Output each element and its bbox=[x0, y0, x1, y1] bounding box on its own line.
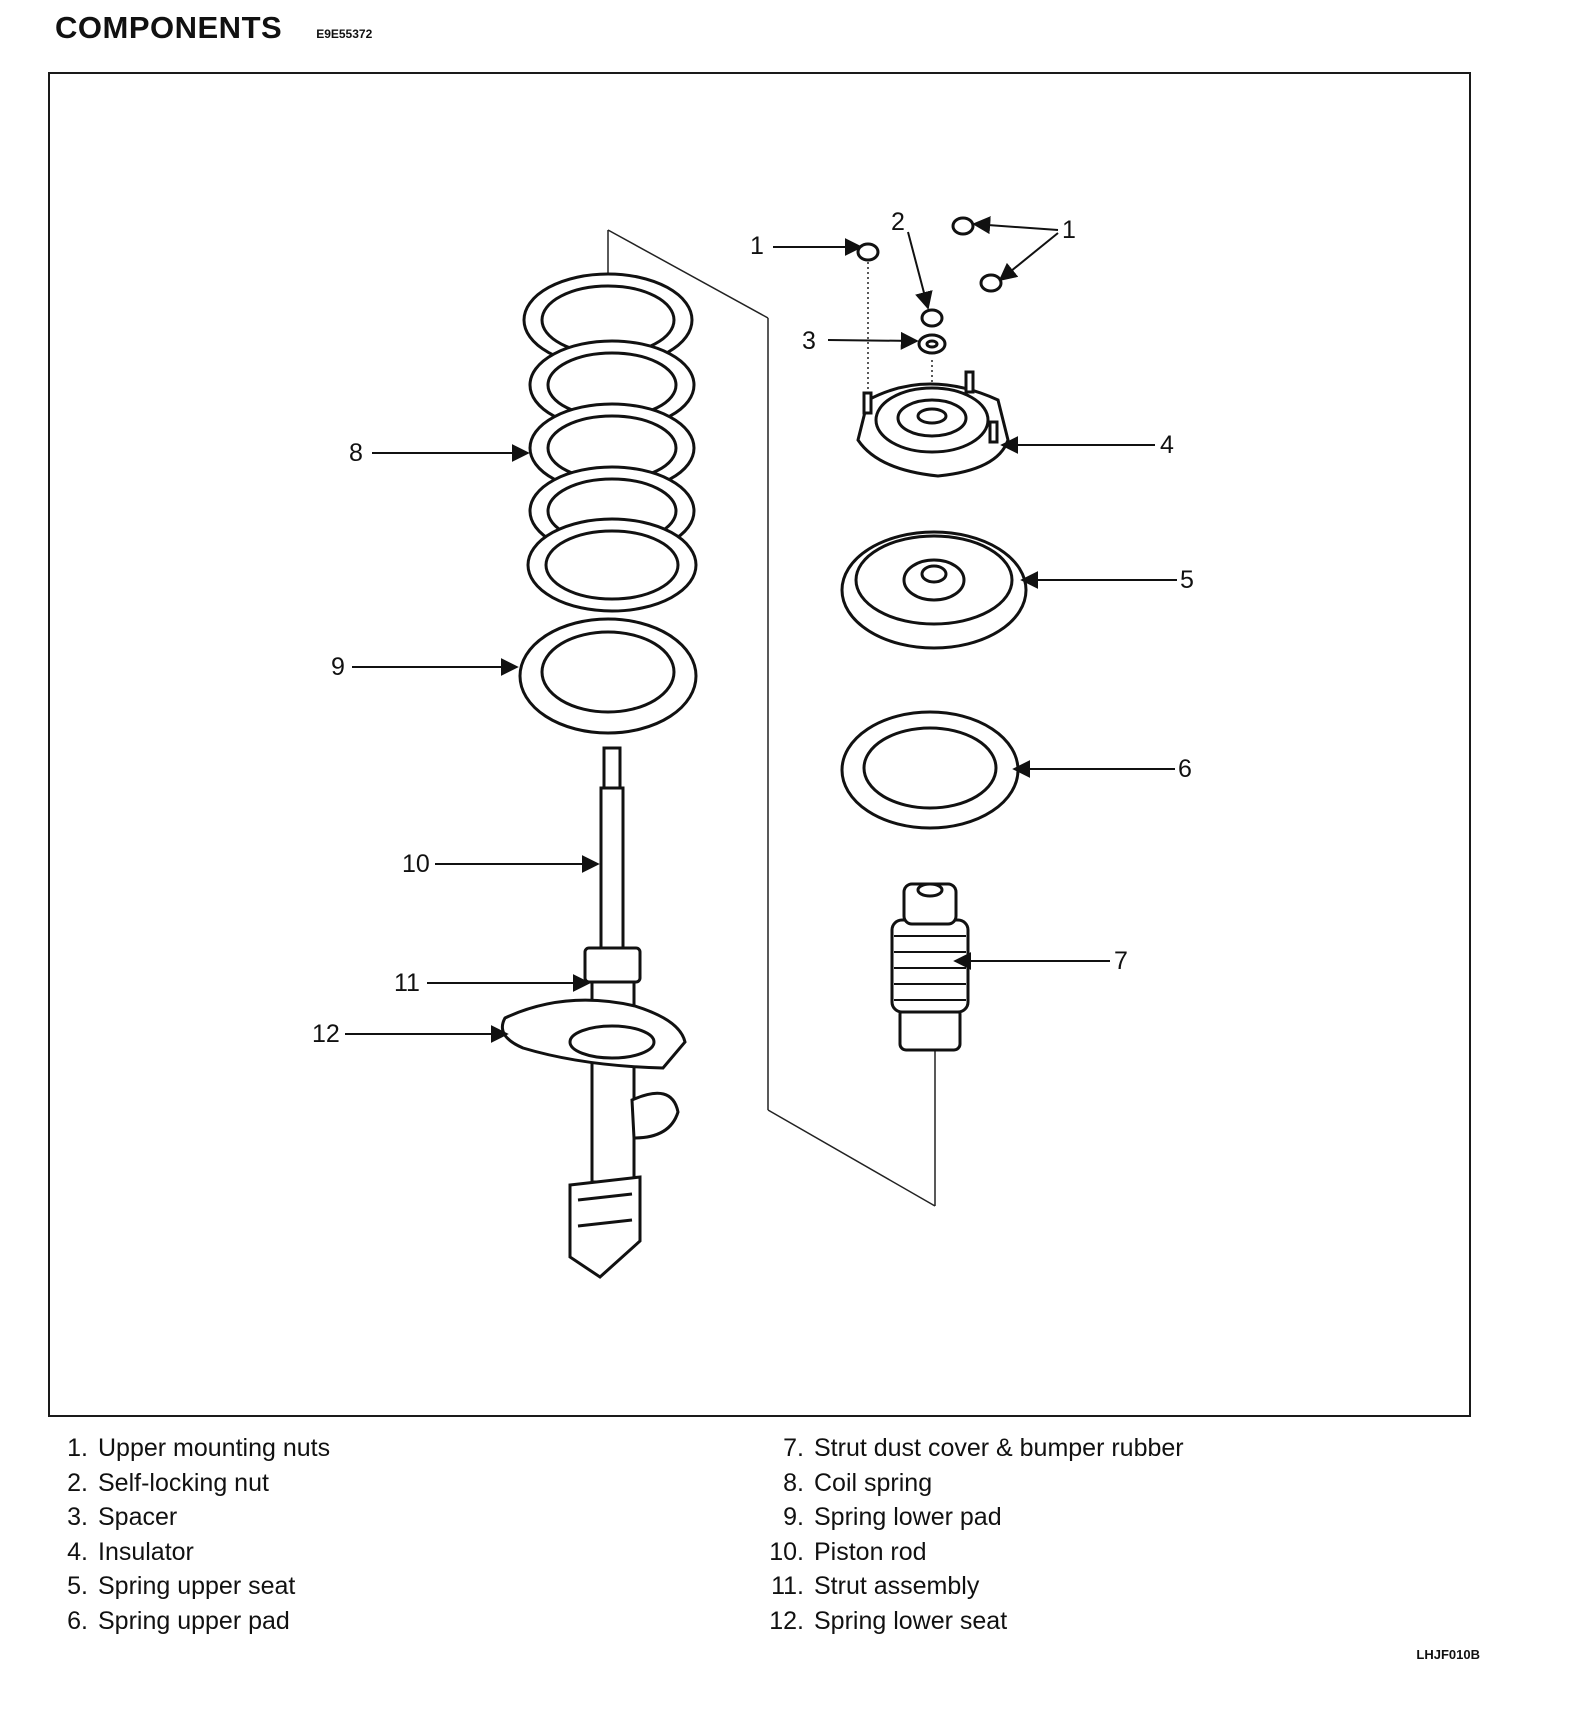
legend-number: 5. bbox=[67, 1572, 88, 1601]
legend-number: 9. bbox=[783, 1503, 804, 1532]
legend-text: Spring upper seat bbox=[98, 1572, 296, 1601]
legend-item: 2. Self-locking nut bbox=[40, 1466, 330, 1501]
legend-text: Spring lower pad bbox=[814, 1503, 1002, 1532]
callout-12: 12 bbox=[312, 1020, 340, 1048]
legend-number: 3. bbox=[67, 1503, 88, 1532]
legend-number: 4. bbox=[67, 1537, 88, 1566]
page-header: COMPONENTS E9E55372 bbox=[55, 10, 372, 46]
legend-item: 5. Spring upper seat bbox=[40, 1569, 330, 1604]
legend-number: 8. bbox=[783, 1468, 804, 1497]
callout-5: 5 bbox=[1180, 566, 1194, 594]
coil-spring bbox=[522, 272, 698, 613]
callout-11: 11 bbox=[394, 969, 420, 997]
spring-upper-seat bbox=[840, 530, 1028, 650]
piston-rod bbox=[599, 746, 625, 950]
strut-assembly bbox=[568, 946, 680, 1279]
legend-text: Spring lower seat bbox=[814, 1606, 1008, 1635]
legend-number: 1. bbox=[67, 1434, 88, 1462]
legend-item: 11. Strut assembly bbox=[756, 1569, 1184, 1604]
callout-6: 6 bbox=[1178, 755, 1192, 783]
legend-item: 3. Spacer bbox=[40, 1500, 330, 1535]
legend-number: 6. bbox=[67, 1606, 88, 1635]
legend-left-column: 1. Upper mounting nuts 2. Self-locking nut… bbox=[40, 1431, 330, 1639]
callout-1-right: 1 bbox=[1062, 216, 1076, 244]
callout-1-left: 1 bbox=[750, 232, 764, 260]
callout-4: 4 bbox=[1160, 431, 1174, 459]
legend-text: Spacer bbox=[98, 1503, 178, 1532]
insulator bbox=[856, 370, 1010, 478]
callout-10: 10 bbox=[402, 850, 430, 878]
legend-text: Upper mounting nuts bbox=[98, 1434, 331, 1462]
spring-lower-seat bbox=[500, 998, 687, 1070]
document-code: E9E55372 bbox=[316, 27, 373, 41]
callout-3: 3 bbox=[802, 327, 816, 355]
spring-lower-pad bbox=[518, 617, 698, 735]
legend-item: 6. Spring upper pad bbox=[40, 1604, 330, 1639]
diagram-frame bbox=[48, 72, 1471, 1417]
legend-text: Spring upper pad bbox=[98, 1606, 290, 1635]
legend-number: 2. bbox=[67, 1468, 88, 1497]
legend-text: Self-locking nut bbox=[98, 1468, 269, 1497]
leader-lines bbox=[345, 216, 1177, 1043]
legend-text: Coil spring bbox=[814, 1468, 933, 1497]
upper-mounting-nuts bbox=[856, 216, 1003, 293]
legend-number: 10. bbox=[769, 1537, 804, 1566]
spacer bbox=[917, 333, 947, 355]
legend-item: 12. Spring lower seat bbox=[756, 1604, 1184, 1639]
legend-number: 12. bbox=[769, 1606, 804, 1635]
legend-text: Strut dust cover & bumper rubber bbox=[814, 1434, 1184, 1462]
legend-right-column: 7. Strut dust cover & bumper rubber 8. Coi… bbox=[756, 1431, 1184, 1639]
legend-item: 4. Insulator bbox=[40, 1535, 330, 1570]
callout-2: 2 bbox=[891, 208, 905, 236]
callout-labels: 1 2 1 3 4 5 6 7 8 9 10 11 12 bbox=[312, 208, 1194, 1048]
legend-text: Strut assembly bbox=[814, 1572, 980, 1601]
self-locking-nut bbox=[920, 308, 944, 328]
legend-item: 8. Coil spring bbox=[756, 1466, 1184, 1501]
legend-number: 7. bbox=[783, 1434, 804, 1462]
legend-number: 11. bbox=[771, 1572, 804, 1601]
callout-7: 7 bbox=[1114, 947, 1128, 975]
callout-9: 9 bbox=[331, 653, 345, 681]
legend-text: Insulator bbox=[98, 1537, 194, 1566]
page-title: COMPONENTS bbox=[55, 10, 283, 45]
legend-item: 7. Strut dust cover & bumper rubber bbox=[756, 1431, 1184, 1466]
callout-8: 8 bbox=[349, 439, 363, 467]
figure-code: LHJF010B bbox=[1416, 1647, 1480, 1662]
legend-item: 1. Upper mounting nuts bbox=[40, 1431, 330, 1466]
spring-upper-pad bbox=[840, 710, 1020, 830]
legend-text: Piston rod bbox=[814, 1537, 927, 1566]
legend-item: 9. Spring lower pad bbox=[756, 1500, 1184, 1535]
legend-item: 10. Piston rod bbox=[756, 1535, 1184, 1570]
strut-dust-cover bbox=[890, 882, 970, 1052]
